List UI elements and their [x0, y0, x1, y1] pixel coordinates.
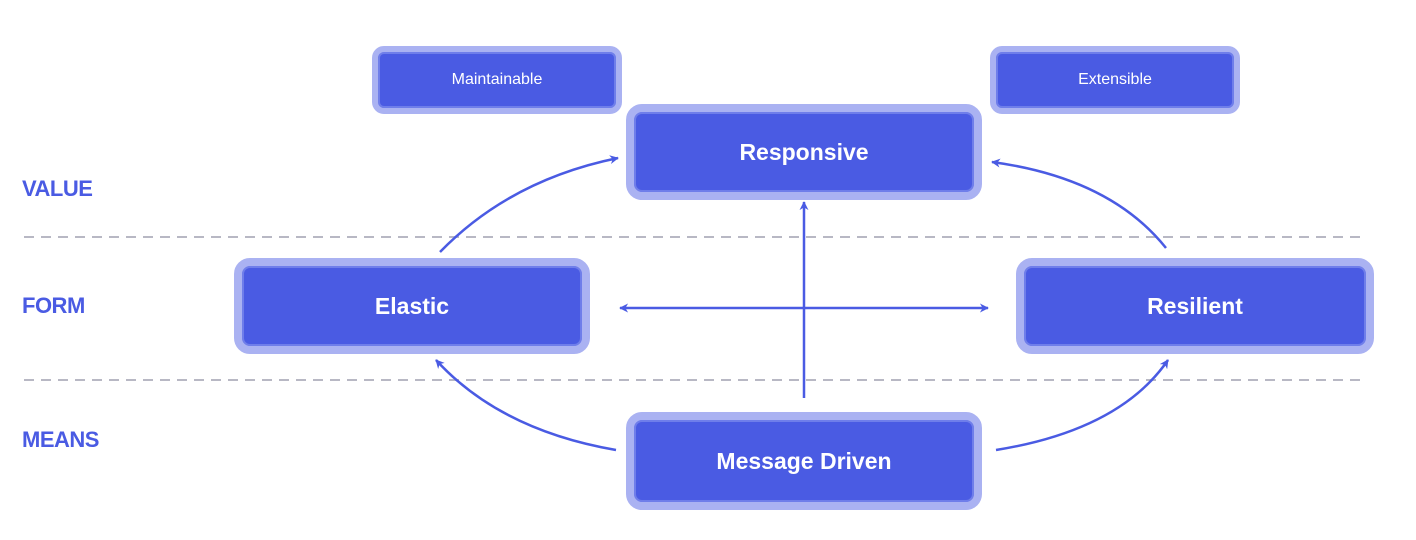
node-maintainable: Maintainable — [372, 46, 622, 114]
node-extensible: Extensible — [990, 46, 1240, 114]
node-responsive: Responsive — [626, 104, 982, 200]
node-resilient: Resilient — [1016, 258, 1374, 354]
node-extensible-label: Extensible — [1078, 71, 1152, 88]
node-elastic: Elastic — [234, 258, 590, 354]
tier-label-value: VALUE — [22, 176, 93, 201]
arrow-message-to-resilient — [995, 359, 1170, 452]
node-elastic-label: Elastic — [374, 292, 450, 319]
node-message-driven: Message Driven — [626, 412, 982, 510]
node-maintainable-label: Maintainable — [451, 71, 543, 88]
node-message-driven-label: Message Driven — [716, 447, 892, 474]
node-responsive-label: Responsive — [739, 138, 869, 165]
tier-label-means: MEANS — [22, 427, 99, 452]
node-resilient-label: Resilient — [1147, 292, 1243, 319]
arrow-resilient-to-responsive — [991, 158, 1167, 249]
arrow-elastic-to-responsive — [439, 155, 619, 253]
tier-label-form: FORM — [22, 293, 85, 318]
arrow-message-to-elastic — [435, 359, 617, 452]
